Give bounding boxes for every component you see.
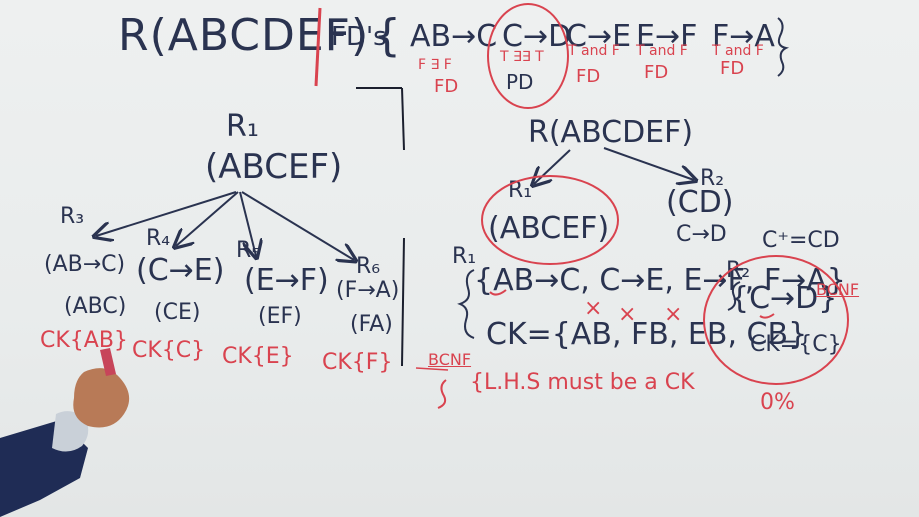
fds-label: FD's: [331, 22, 387, 52]
fd-type: FD: [434, 76, 459, 97]
fd-item: C→D: [502, 19, 572, 54]
bcnf-rule: {L.H.S must be a CK: [470, 370, 695, 395]
right-r2-attrs: (CD): [666, 185, 734, 220]
x-mark: ×: [618, 302, 637, 327]
r1-label-small: R₁: [452, 244, 477, 269]
r1-attrs: (ABCEF): [205, 147, 343, 187]
child-ck: CK{E}: [222, 344, 294, 369]
right-r1-attrs: (ABCEF): [488, 211, 610, 246]
bcnf-underline: [415, 367, 449, 371]
fd-note: T ∃∃ T: [500, 49, 544, 65]
fd-type: FD: [644, 62, 669, 83]
fd-item: E→F: [636, 19, 698, 54]
divider-line: [401, 237, 405, 367]
right-r1-label: R₁: [508, 178, 533, 203]
check-mark: [489, 289, 507, 296]
fd-note: T and F: [712, 43, 764, 59]
divider-line: [401, 87, 405, 151]
tree-arrow: [534, 149, 571, 184]
child-label: R₄: [146, 226, 171, 251]
child-ck: CK{C}: [132, 338, 206, 363]
x-mark: ×: [584, 296, 603, 321]
child-attrs: (CE): [154, 300, 201, 325]
r1-label: R₁: [226, 109, 259, 144]
fd-type: FD: [720, 58, 745, 79]
tree-arrow: [96, 191, 237, 236]
cd-circle: [487, 3, 569, 109]
child-fd: (E→F): [244, 263, 329, 298]
fd-type: FD: [576, 66, 601, 87]
child-label: R₆: [356, 254, 381, 279]
r2-brace: [727, 281, 741, 311]
r1-brace: [457, 269, 475, 339]
r1-circle: [481, 175, 619, 265]
r1-ck: CK={AB, FB, EB, CB}: [486, 317, 808, 352]
child-fd: (C→E): [136, 253, 225, 288]
fd-note: T and F: [636, 43, 688, 59]
tree-arrow: [241, 191, 354, 260]
child-label: R₃: [60, 204, 85, 229]
fd-item: AB→C: [410, 19, 498, 54]
r2-fd: {C→D}: [730, 281, 838, 316]
check-mark: [759, 313, 775, 319]
right-r2-fd: C→D: [676, 222, 727, 247]
tree-arrow: [603, 147, 694, 180]
child-fd: (AB→C): [44, 252, 126, 277]
fds-close-brace: [777, 17, 790, 77]
relation-title: R(ABCDEF): [118, 10, 370, 61]
child-attrs: (FA): [350, 312, 393, 337]
fds-open-brace: {: [373, 10, 401, 61]
r2-circle: [703, 255, 849, 385]
fd-type: PD: [506, 70, 534, 94]
child-attrs: (ABC): [64, 294, 127, 319]
fd-item: F→A: [712, 19, 775, 54]
closure: C⁺=CD: [762, 228, 840, 253]
r2-ck: CK={C}: [750, 332, 842, 357]
red-divider-line: [314, 7, 322, 87]
child-fd: (F→A): [336, 278, 400, 303]
r1-fds: {AB→C, C→E, E→F, F→A}: [474, 263, 846, 298]
right-r2-label: R₂: [700, 166, 725, 191]
zero-label: 0%: [760, 390, 795, 415]
x-mark: ×: [664, 302, 683, 327]
fd-item: C→E: [566, 19, 632, 54]
child-attrs: (EF): [258, 304, 302, 329]
tree-arrow: [176, 191, 239, 246]
bcnf-rule-label: BCNF: [428, 350, 472, 369]
child-ck: CK{F}: [322, 350, 393, 375]
fd-note: F ∃ F: [418, 57, 452, 73]
tree-arrow: [239, 191, 256, 256]
bcnf-brace: [437, 379, 447, 409]
child-ck: CK{AB}: [40, 328, 128, 353]
right-relation: R(ABCDEF): [528, 115, 694, 150]
r2-label-small: R₂: [726, 258, 751, 283]
fd-note: T and F: [568, 43, 620, 59]
bcnf-tag: BCNF: [816, 280, 860, 299]
